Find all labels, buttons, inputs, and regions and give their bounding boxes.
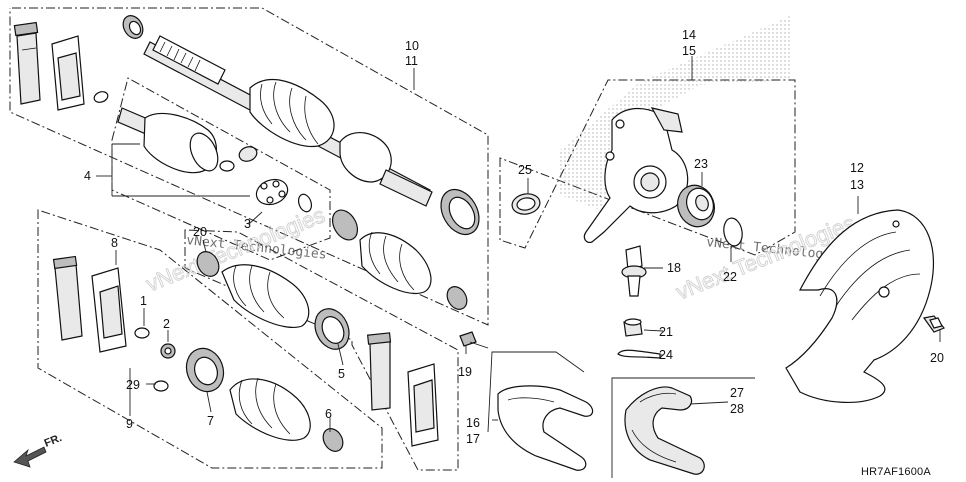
- grease-pack-icon: [91, 267, 127, 353]
- ball-cage-icon: [255, 178, 289, 206]
- grease-pack-icon: [407, 363, 439, 447]
- callout-2: 2: [163, 317, 170, 331]
- boot-band-icon: [440, 188, 480, 236]
- leader-lines: [96, 56, 941, 433]
- callout-21: 21: [659, 325, 673, 339]
- callout-13: 13: [850, 178, 864, 192]
- skid-plate-icon: [624, 386, 705, 475]
- boot-band-icon: [446, 286, 468, 310]
- callout-27: 27: [730, 386, 744, 400]
- group-outline-axle: [9, 7, 489, 326]
- inboard-joint-icon: [117, 107, 219, 174]
- snap-ring-icon: [93, 91, 109, 103]
- group-outline-boot-kit-9: [37, 209, 383, 469]
- callout-22: 22: [723, 270, 737, 284]
- fr-label: FR.: [43, 432, 64, 450]
- grease-pack-icon: [51, 35, 85, 111]
- boot-band-icon: [314, 308, 350, 350]
- callout-28: 28: [730, 402, 744, 416]
- skid-plate-frame: [611, 377, 755, 478]
- boot-icon: [229, 377, 311, 441]
- diagram-code: HR7AF1600A: [861, 466, 931, 478]
- wheel-bearing-icon: [677, 184, 715, 228]
- castle-nut-icon: [623, 318, 643, 337]
- callout-25: 25: [518, 163, 532, 177]
- grease-tube-icon: [366, 332, 392, 411]
- callout-6: 6: [325, 407, 332, 421]
- boot-icon: [221, 264, 310, 328]
- splash-guard-icon: [785, 209, 934, 403]
- snap-ring-icon: [238, 146, 258, 162]
- callout-17: 17: [466, 432, 480, 446]
- group-outline-knuckle: [499, 79, 796, 256]
- bolt-icon: [459, 331, 489, 349]
- callout-14: 14: [682, 28, 696, 42]
- callout-20-left: 20: [193, 225, 207, 239]
- callout-11: 11: [405, 54, 418, 68]
- callout-10: 10: [405, 39, 419, 53]
- callout-7: 7: [207, 414, 214, 428]
- knuckle-icon: [583, 107, 689, 243]
- callout-23: 23: [694, 157, 708, 171]
- boot-band-icon: [122, 15, 144, 39]
- snap-ring-icon: [160, 343, 176, 359]
- boot-band-icon: [322, 428, 344, 452]
- callout-24: 24: [659, 348, 673, 362]
- ball-joint-icon: [621, 245, 647, 297]
- boot-band-icon: [185, 347, 225, 393]
- callout-16: 16: [466, 416, 480, 430]
- callout-19: 19: [458, 365, 472, 379]
- callout-9: 9: [126, 417, 133, 431]
- snap-ring-icon: [153, 380, 169, 392]
- callout-18: 18: [667, 261, 681, 275]
- callout-5: 5: [338, 367, 345, 381]
- boot-band-icon: [196, 251, 220, 277]
- boot-icon: [359, 231, 432, 294]
- bolt-icon: [922, 315, 945, 333]
- callout-20-right: 20: [930, 351, 944, 365]
- front-direction-arrow-icon: FR.: [13, 432, 64, 468]
- boot-icon: [249, 79, 335, 148]
- boot-band-icon: [331, 209, 359, 241]
- snap-ring-icon: [134, 327, 150, 339]
- cotter-pin-icon: [617, 349, 661, 359]
- outboard-joint-icon: [339, 132, 433, 207]
- callout-15: 15: [682, 44, 696, 58]
- snap-ring-icon: [511, 193, 541, 215]
- callout-4: 4: [84, 169, 91, 183]
- grease-tube-icon: [13, 21, 41, 105]
- snap-ring-icon: [723, 217, 743, 247]
- grease-tube-icon: [52, 255, 83, 341]
- callout-1: 1: [140, 294, 147, 308]
- guard-plate-icon: [497, 385, 594, 471]
- snap-ring-icon: [219, 160, 235, 172]
- callout-29: 29: [126, 378, 140, 392]
- callout-3: 3: [244, 217, 251, 231]
- callout-8: 8: [111, 236, 118, 250]
- snap-ring-icon: [297, 193, 313, 213]
- callout-12: 12: [850, 161, 864, 175]
